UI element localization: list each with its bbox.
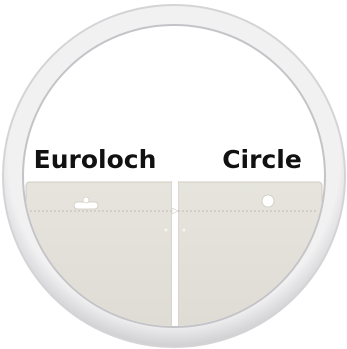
circle-label: Circle [222, 145, 302, 174]
euroloch-label: Euroloch [34, 145, 157, 174]
round-hole-icon [262, 195, 274, 207]
